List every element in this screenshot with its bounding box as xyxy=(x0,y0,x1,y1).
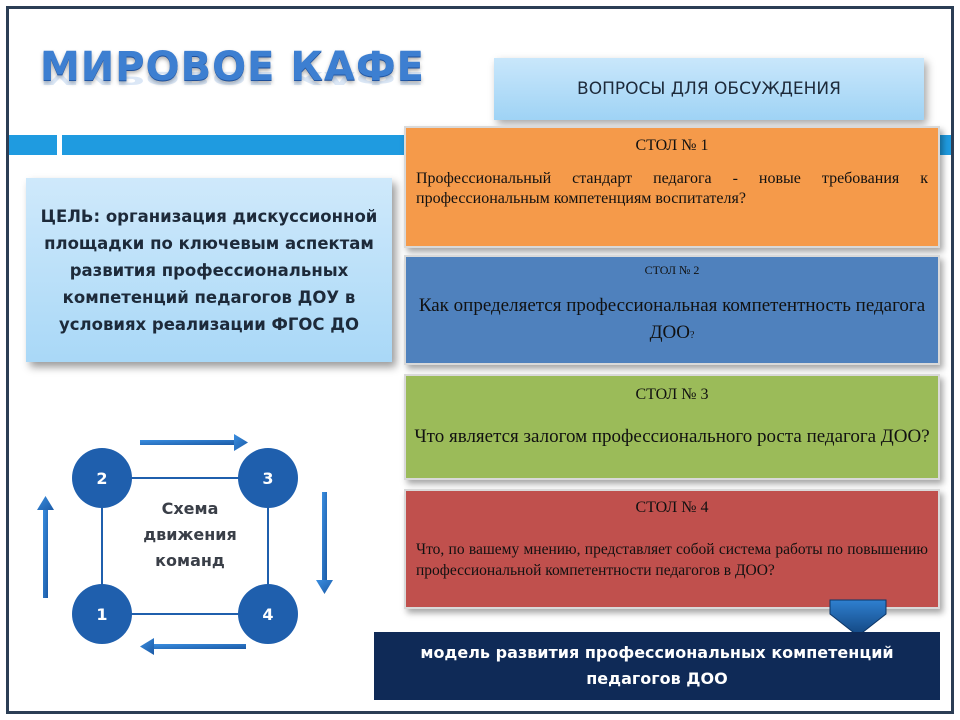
down-arrow-icon xyxy=(829,599,887,637)
table-label-2: СТОЛ № 2 xyxy=(644,263,700,277)
team-circle-1-label: 1 xyxy=(96,605,107,624)
accent-bar-left xyxy=(9,135,57,155)
team-movement-scheme: 2 3 1 4 xyxy=(37,434,333,655)
scheme-caption: Схема движения команд xyxy=(143,499,237,570)
arrow-bottom-left xyxy=(140,638,246,655)
table-label-4: СТОЛ № 4 xyxy=(635,499,709,516)
arrow-top-right xyxy=(140,434,248,451)
team-circle-3-label: 3 xyxy=(262,469,273,488)
team-circle-3: 3 xyxy=(238,448,298,508)
questions-header: ВОПРОСЫ ДЛЯ ОБСУЖДЕНИЯ xyxy=(494,58,924,120)
table-question-2: Как определяется профессиональная компет… xyxy=(406,292,938,349)
team-circle-4-label: 4 xyxy=(262,605,273,624)
table-card-4: СТОЛ № 4 Что, по вашему мнению, представ… xyxy=(404,489,940,609)
team-circle-2-label: 2 xyxy=(96,469,107,488)
arrow-right-down xyxy=(316,492,333,594)
table-question-2-suffix: ? xyxy=(689,330,695,341)
table-question-4: Что, по вашему мнению, представляет собо… xyxy=(416,541,928,579)
team-circle-2: 2 xyxy=(72,448,132,508)
team-circle-1: 1 xyxy=(72,584,132,644)
slide-title-reflection: МИРОВОЕ КАФЕ xyxy=(40,67,425,88)
result-box: модель развития профессиональных компете… xyxy=(374,632,940,700)
table-question-1: Профессиональный стандарт педагога - нов… xyxy=(416,170,928,207)
goal-box: ЦЕЛЬ: организация дискуссионной площадки… xyxy=(26,178,392,362)
table-question-3: Что является залогом профессионального р… xyxy=(414,426,930,447)
table-card-1: СТОЛ № 1 Профессиональный стандарт педаг… xyxy=(404,126,940,248)
table-card-3: СТОЛ № 3 Что является залогом профессион… xyxy=(404,374,940,480)
table-question-2-text: Как определяется профессиональная компет… xyxy=(418,295,926,343)
slide-title: МИРОВОЕ КАФЕ xyxy=(40,44,425,90)
table-label-3: СТОЛ № 3 xyxy=(635,386,709,403)
table-label-1: СТОЛ № 1 xyxy=(635,137,709,154)
scheme-square xyxy=(101,477,269,615)
team-circle-4: 4 xyxy=(238,584,298,644)
arrow-left-up xyxy=(37,496,54,598)
table-card-2: СТОЛ № 2 Как определяется профессиональн… xyxy=(404,255,940,365)
